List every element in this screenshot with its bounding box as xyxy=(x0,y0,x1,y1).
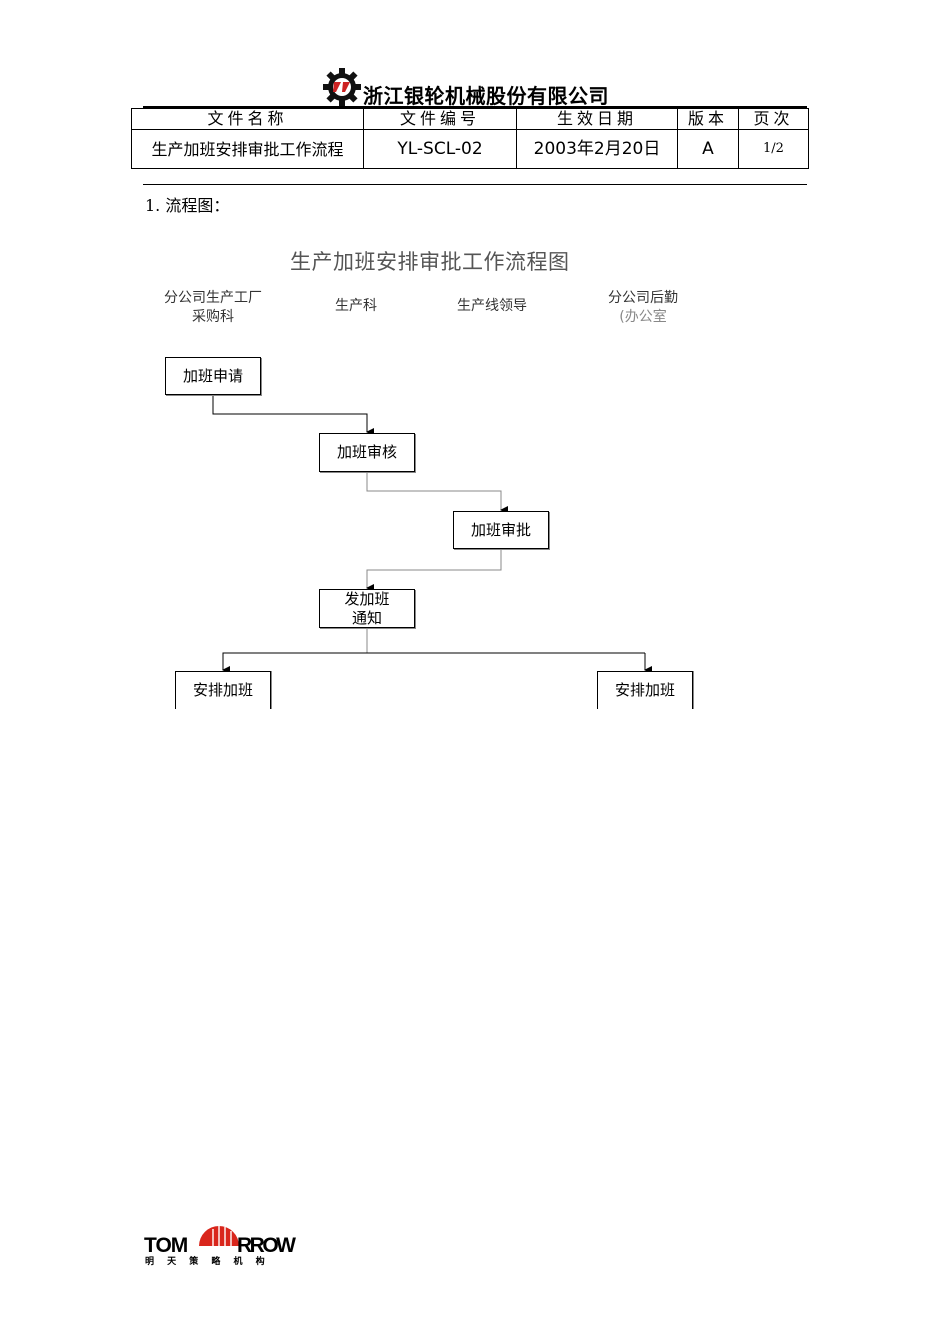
section-divider xyxy=(143,184,807,185)
tomorrow-brand-logo: TOM RROW 明 天 策 略 机 构 xyxy=(144,1226,299,1267)
company-header: 浙江银轮机械股份有限公司 xyxy=(322,66,609,108)
step-text-line: 发加班 xyxy=(344,589,390,608)
header-doc-code: 文件编号 xyxy=(363,108,517,130)
header-version: 版本 xyxy=(677,108,739,130)
lane-label-line: (办公室 xyxy=(619,309,667,325)
doc-name-value: 生产加班安排审批工作流程 xyxy=(131,129,364,169)
step-arrange-overtime-right: 安排加班 xyxy=(597,671,693,709)
table-value-row: 生产加班安排审批工作流程 YL-SCL-02 2003年2月20日 A 1/2 xyxy=(131,129,809,169)
lane-label-line-leader: 生产线领导 xyxy=(440,297,544,316)
table-header-row: 文件名称 文件编号 生效日期 版本 页次 xyxy=(131,108,809,130)
brand-right-text: RROW xyxy=(237,1234,296,1257)
step-overtime-application: 加班申请 xyxy=(165,357,261,395)
version-value: A xyxy=(677,129,739,169)
lane-label-procurement: 分公司生产工厂 采购科 xyxy=(150,289,276,327)
effective-date-value: 2003年2月20日 xyxy=(516,129,678,169)
doc-code-value: YL-SCL-02 xyxy=(363,129,517,169)
lane-label-line: 生产科 xyxy=(335,298,377,314)
header-effective-date: 生效日期 xyxy=(516,108,678,130)
brand-tagline: 明 天 策 略 机 构 xyxy=(145,1255,270,1267)
step-text-line: 通知 xyxy=(351,608,382,627)
lane-label-line: 分公司后勤 xyxy=(608,290,678,306)
step-arrange-overtime-left: 安排加班 xyxy=(175,671,271,709)
section-heading: 1. 流程图： xyxy=(145,196,230,215)
header-rule xyxy=(143,106,807,108)
header-page: 页次 xyxy=(738,108,809,130)
step-overtime-review: 加班审核 xyxy=(319,433,415,472)
document-info-table: 文件名称 文件编号 生效日期 版本 页次 生产加班安排审批工作流程 YL-SCL… xyxy=(131,108,809,169)
lane-label-line: 采购科 xyxy=(192,309,234,325)
connector-approve-to-notify xyxy=(366,550,502,592)
page-value: 1/2 xyxy=(738,129,809,169)
brand-left-text: TOM xyxy=(144,1234,188,1257)
step-overtime-approval: 加班审批 xyxy=(453,511,549,549)
connector-apply-to-review xyxy=(212,396,374,436)
lane-label-logistics-office: 分公司后勤 (办公室 xyxy=(596,289,690,327)
flowchart-title: 生产加班安排审批工作流程图 xyxy=(290,250,570,274)
company-name: 浙江银轮机械股份有限公司 xyxy=(363,83,609,108)
gear-logo-icon xyxy=(323,68,361,106)
lane-label-line: 分公司生产工厂 xyxy=(164,290,262,306)
lane-label-production-dept: 生产科 xyxy=(322,297,390,316)
step-issue-notice: 发加班 通知 xyxy=(319,589,415,628)
connector-review-to-approve xyxy=(366,473,508,514)
lane-label-line: 生产线领导 xyxy=(457,298,527,314)
connector-to-arrange-left xyxy=(222,652,645,674)
